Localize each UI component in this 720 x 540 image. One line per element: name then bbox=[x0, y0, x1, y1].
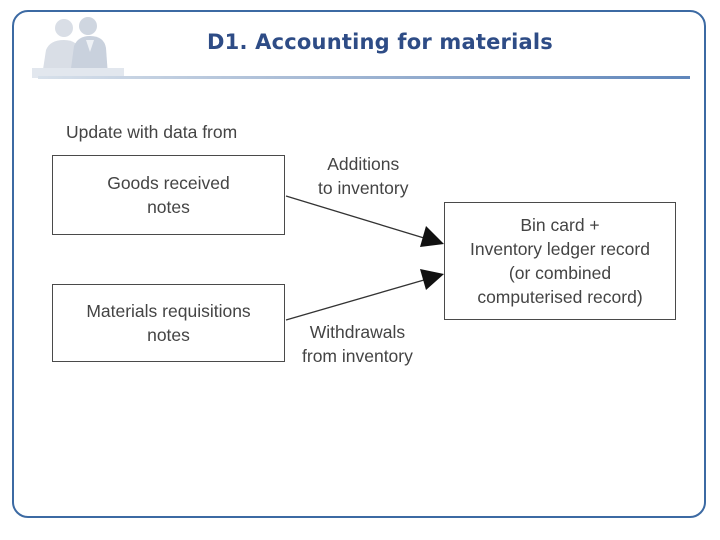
additions-arrow bbox=[285, 195, 444, 247]
slide-title: D1. Accounting for materials bbox=[207, 30, 553, 54]
withdrawals-label: Withdrawals from inventory bbox=[302, 322, 413, 366]
slide-frame bbox=[12, 10, 706, 518]
materials-requisitions-notes-box: Materials requisitions notes bbox=[52, 284, 285, 362]
additions-label: Additions to inventory bbox=[318, 154, 409, 198]
goods-received-notes-label: Goods received notes bbox=[107, 173, 230, 217]
business-people-logo bbox=[32, 17, 124, 78]
title-underline bbox=[38, 76, 690, 79]
withdrawals-arrow bbox=[285, 269, 444, 321]
bin-card-ledger-box: Bin card + Inventory ledger record (or c… bbox=[444, 202, 676, 320]
goods-received-notes-box: Goods received notes bbox=[52, 155, 285, 235]
materials-requisitions-notes-label: Materials requisitions notes bbox=[86, 301, 251, 345]
bin-card-ledger-label: Bin card + Inventory ledger record (or c… bbox=[470, 215, 650, 307]
diagram-heading: Update with data from bbox=[66, 122, 238, 142]
